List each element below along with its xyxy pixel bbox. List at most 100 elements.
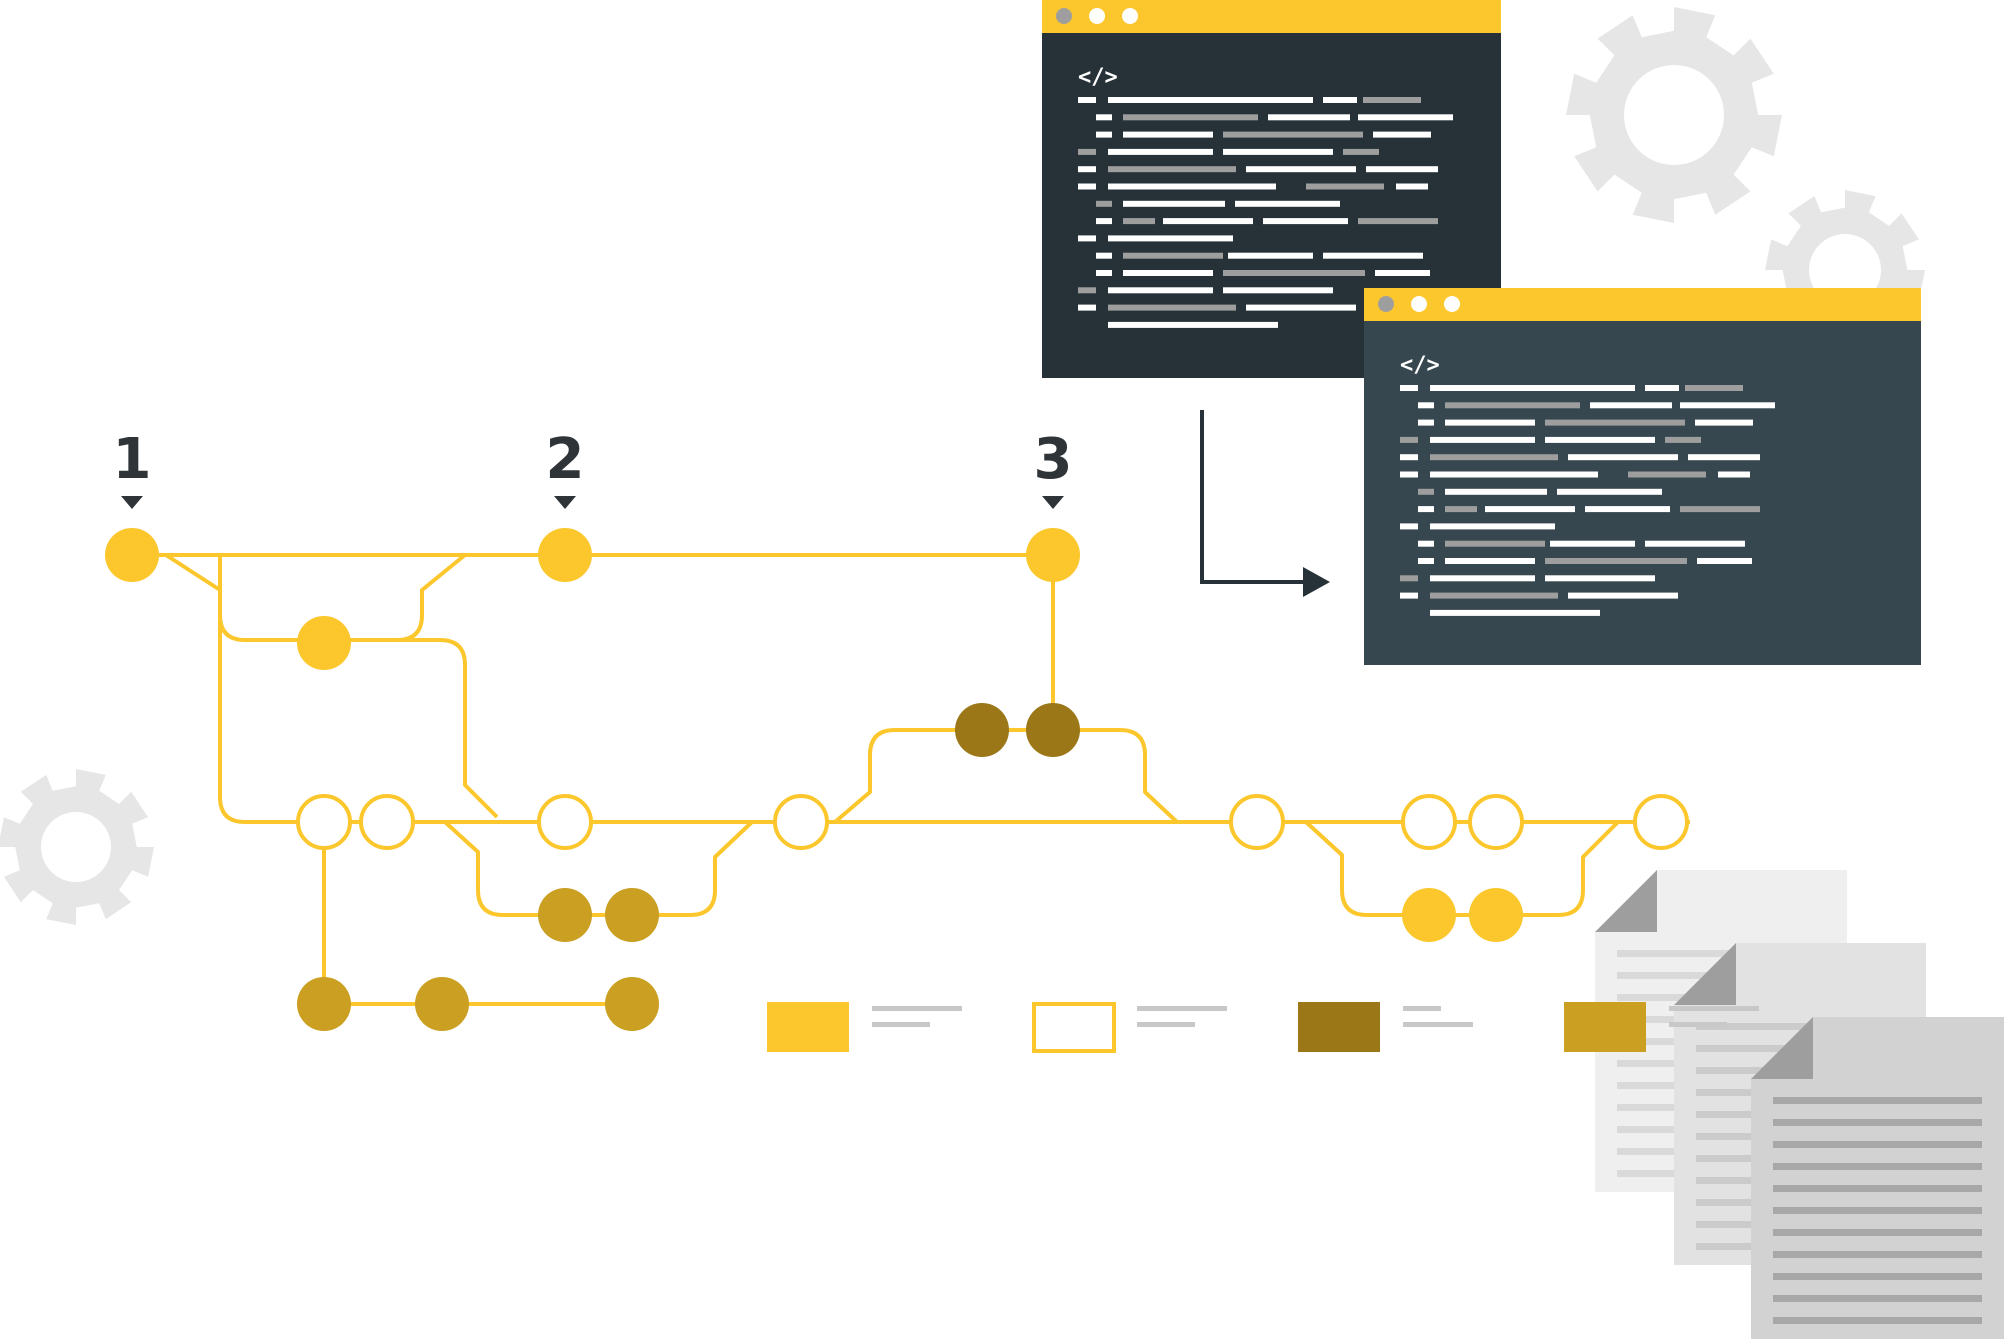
code-line: [1545, 419, 1685, 426]
code-line: [1430, 592, 1558, 599]
commit-node-outline: [359, 794, 415, 850]
code-line: [1430, 436, 1535, 443]
code-line: [1645, 540, 1745, 547]
window-dot-icon: [1089, 8, 1105, 24]
code-line: [1078, 304, 1096, 311]
legend-item: [767, 1002, 962, 1052]
code-line: [1400, 523, 1418, 530]
legend-text-line: [1669, 1006, 1759, 1011]
code-line: [1545, 575, 1655, 582]
code-line: [1400, 436, 1418, 443]
down-arrow-icon: [121, 496, 143, 509]
code-line: [1557, 488, 1662, 495]
code-line: [1228, 252, 1313, 259]
code-line: [1108, 287, 1213, 294]
milestone-number: 1: [113, 427, 152, 492]
code-line: [1323, 97, 1357, 103]
code-line: [1108, 304, 1236, 311]
code-tag-label: </>: [1400, 353, 1440, 378]
window-dot-icon: [1056, 8, 1072, 24]
legend-text-line: [872, 1006, 962, 1011]
code-line: [1545, 436, 1655, 443]
code-line: [1235, 200, 1340, 207]
commit-node: [538, 528, 592, 582]
output-window: </>: [1364, 288, 1921, 665]
milestone-marker: 1: [113, 427, 152, 509]
code-line: [1430, 609, 1600, 616]
code-line: [1445, 506, 1477, 513]
code-line: [1445, 558, 1535, 564]
code-line: [1628, 471, 1706, 478]
code-line: [1108, 97, 1313, 103]
legend-text-line: [1403, 1022, 1473, 1027]
code-line: [1445, 540, 1545, 547]
code-line: [1363, 97, 1421, 103]
milestone-number: 2: [546, 427, 585, 492]
down-arrow-icon: [1042, 496, 1064, 509]
legend-text-line: [1137, 1006, 1227, 1011]
code-line: [1445, 419, 1535, 426]
code-line: [1430, 385, 1635, 391]
code-line: [1268, 114, 1350, 121]
code-line: [1680, 402, 1775, 409]
legend-swatch: [1298, 1002, 1380, 1052]
milestone-marker: 2: [546, 427, 585, 509]
commit-node-outline: [1468, 794, 1524, 850]
code-line: [1400, 592, 1418, 599]
window-dot-icon: [1444, 296, 1460, 312]
code-line: [1418, 540, 1434, 547]
commit-node-mid: [538, 888, 592, 942]
code-line: [1445, 488, 1547, 495]
commit-node-mid: [415, 977, 469, 1031]
code-line: [1418, 488, 1434, 495]
code-line: [1545, 558, 1687, 564]
code-line: [1400, 454, 1418, 461]
milestone-marker: 3: [1034, 427, 1072, 509]
code-line: [1108, 148, 1213, 155]
code-line: [1306, 183, 1384, 190]
code-tag-label: </>: [1078, 65, 1118, 90]
code-line: [1645, 385, 1679, 391]
code-line: [1358, 114, 1453, 121]
legend-item: [1564, 1002, 1759, 1052]
code-line: [1263, 218, 1348, 225]
commit-node: [297, 616, 351, 670]
commit-node-dark: [955, 703, 1009, 757]
code-line: [1246, 166, 1356, 173]
code-line: [1366, 166, 1438, 173]
legend-text-line: [1669, 1022, 1727, 1027]
arrow-icon: [1200, 410, 1330, 597]
code-line: [1223, 270, 1365, 276]
code-line: [1688, 454, 1760, 461]
legend-swatch: [767, 1002, 849, 1052]
code-line: [1685, 385, 1743, 391]
code-line: [1078, 183, 1096, 190]
commit-node-dark: [1026, 703, 1080, 757]
commit-node-outline: [296, 794, 352, 850]
code-line: [1123, 270, 1213, 276]
code-line: [1096, 218, 1112, 225]
code-line: [1096, 114, 1112, 121]
code-line: [1590, 402, 1672, 409]
code-line: [1078, 148, 1096, 155]
code-line: [1108, 235, 1233, 242]
code-line: [1550, 540, 1635, 547]
legend-item: [1032, 1002, 1227, 1053]
code-line: [1400, 385, 1418, 391]
code-line: [1108, 321, 1278, 328]
commit-node-outline: [1633, 794, 1689, 850]
code-line: [1396, 183, 1428, 190]
code-line: [1343, 148, 1379, 155]
commit-node: [1402, 888, 1456, 942]
code-line: [1096, 200, 1112, 207]
code-line: [1400, 575, 1418, 582]
code-line: [1375, 270, 1430, 276]
gear-icon: [1566, 7, 1782, 223]
code-line: [1096, 270, 1112, 276]
code-line: [1400, 471, 1418, 478]
commit-node-mid: [605, 977, 659, 1031]
legend-text-line: [872, 1022, 930, 1027]
commit-node-outline: [1229, 794, 1285, 850]
code-line: [1123, 218, 1155, 225]
